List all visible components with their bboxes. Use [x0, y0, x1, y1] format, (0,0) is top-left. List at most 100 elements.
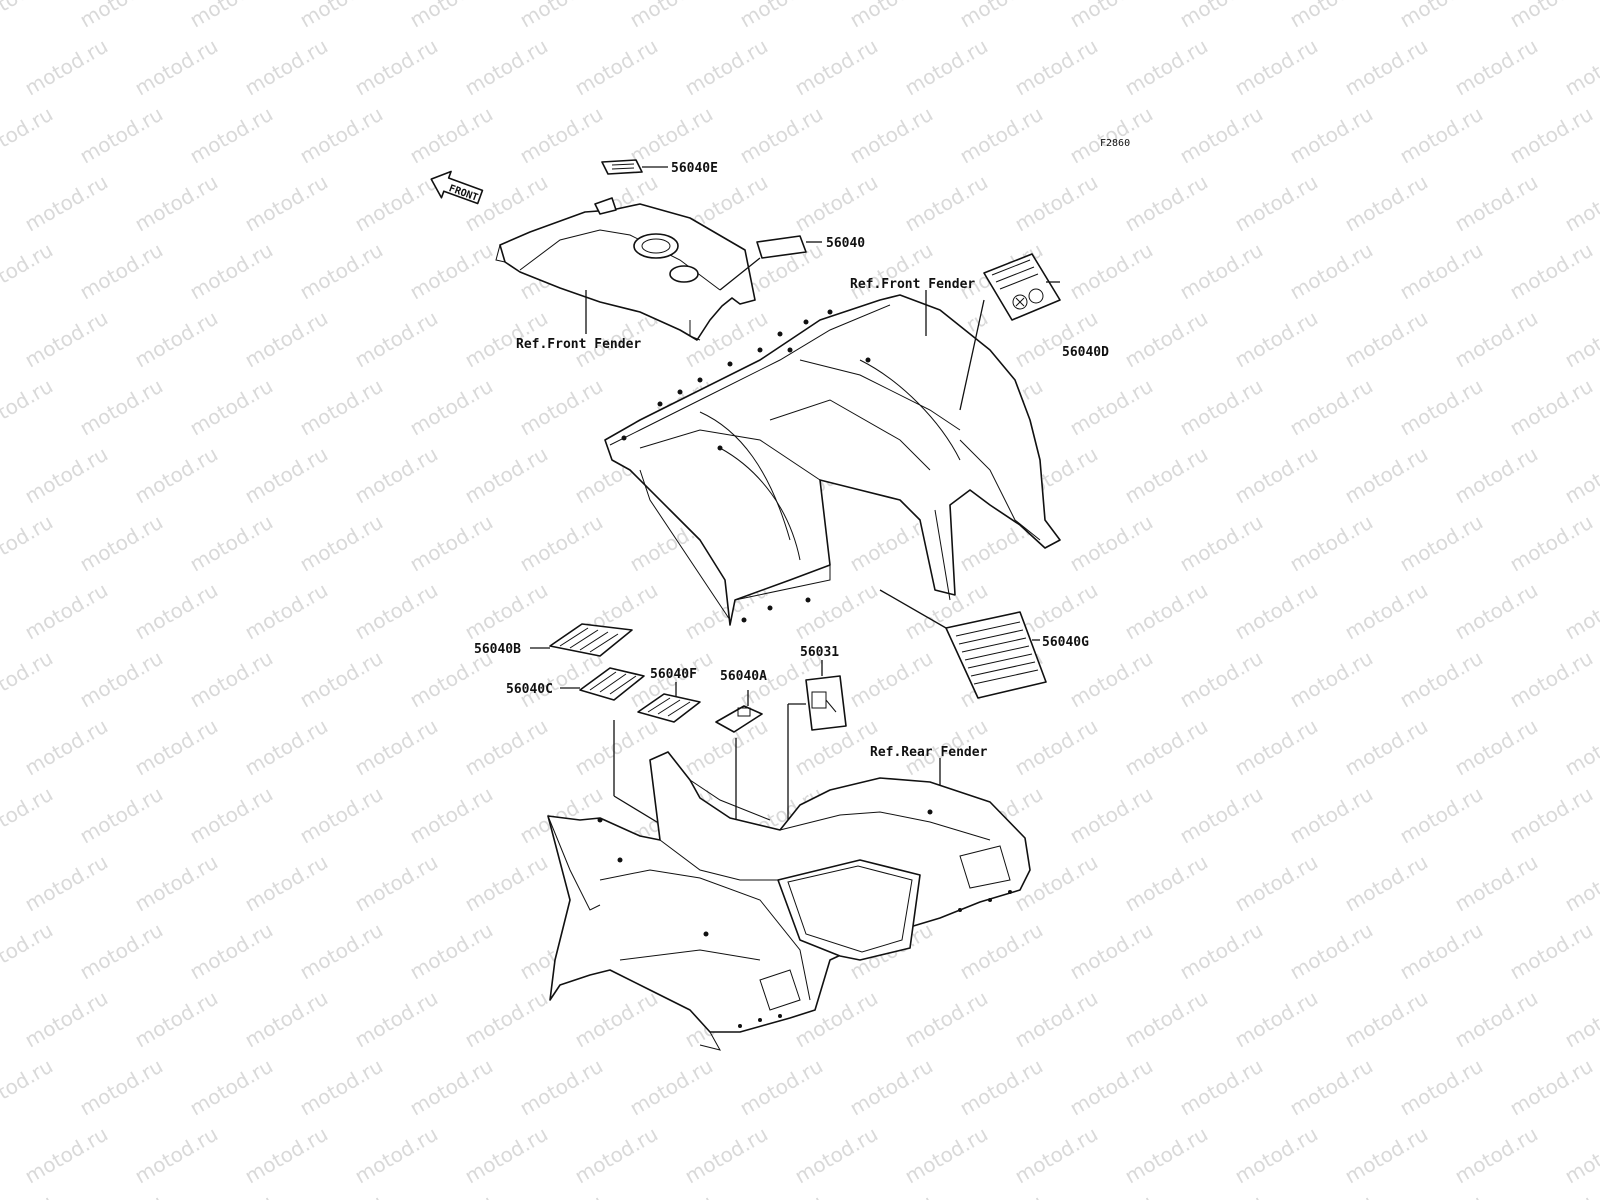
watermark-text: motod.ru — [1066, 102, 1157, 169]
watermark-text: motod.ru — [1121, 34, 1212, 101]
part-56040A: 56040A — [715, 669, 767, 733]
watermark-text: motod.ru — [131, 986, 222, 1053]
ref-front-fender-label-1: Ref.Front Fender — [516, 337, 641, 352]
watermark-text: motod.ru — [0, 714, 2, 781]
watermark-text: motod.ru — [516, 102, 607, 169]
watermark-text: motod.ru — [1506, 918, 1597, 985]
watermark-text: motod.ru — [461, 1122, 552, 1189]
watermark-text: motod.ru — [406, 238, 497, 305]
watermark-text: motod.ru — [1231, 442, 1322, 509]
watermark-text: motod.ru — [901, 986, 992, 1053]
watermark-text: motod.ru — [21, 1122, 112, 1189]
watermark-text: motod.ru — [956, 918, 1047, 985]
ref-rear-fender-label: Ref.Rear Fender — [870, 745, 988, 760]
watermark-text: motod.ru — [681, 34, 772, 101]
label-56040G: 56040G — [1042, 635, 1089, 650]
watermark-text: motod.ru — [516, 1190, 607, 1200]
watermark-text: motod.ru — [186, 1054, 277, 1121]
watermark-text: motod.ru — [901, 1122, 992, 1189]
watermark-text: motod.ru — [791, 1122, 882, 1189]
part-56031: 56031 — [787, 645, 847, 880]
watermark-text: motod.ru — [406, 918, 497, 985]
watermark-text: motod.ru — [1011, 34, 1102, 101]
watermark-text: motod.ru — [76, 918, 167, 985]
watermark-text: motod.ru — [351, 306, 442, 373]
watermark-text: motod.ru — [1286, 510, 1377, 577]
watermark-text: motod.ru — [1451, 442, 1542, 509]
watermark-text: motod.ru — [0, 34, 2, 101]
watermark-text: motod.ru — [351, 850, 442, 917]
watermark-text: motod.ru — [1451, 34, 1542, 101]
watermark-text: motod.ru — [1396, 1054, 1487, 1121]
watermark-text: motod.ru — [0, 578, 2, 645]
watermark-text: motod.ru — [21, 442, 112, 509]
watermark-text: motod.ru — [241, 306, 332, 373]
watermark-text: motod.ru — [76, 374, 167, 441]
watermark-text: motod.ru — [626, 102, 717, 169]
watermark-text: motod.ru — [571, 986, 662, 1053]
label-56031: 56031 — [800, 645, 839, 660]
watermark-text: motod.ru — [296, 0, 387, 32]
watermark-text: motod.ru — [1341, 714, 1432, 781]
watermark-text: motod.ru — [76, 102, 167, 169]
watermark-text: motod.ru — [1506, 238, 1597, 305]
watermark-text: motod.ru — [1176, 0, 1267, 32]
watermark-text: motod.ru — [241, 986, 332, 1053]
front-fender-console — [495, 197, 756, 341]
watermark-text: motod.ru — [131, 578, 222, 645]
watermark-text: motod.ru — [626, 0, 717, 32]
watermark-text: motod.ru — [296, 374, 387, 441]
watermark-text: motod.ru — [626, 1054, 717, 1121]
watermark-text: motod.ru — [76, 238, 167, 305]
watermark-text: motod.ru — [461, 442, 552, 509]
watermark-text: motod.ru — [956, 0, 1047, 32]
watermark-text: motod.ru — [1066, 238, 1157, 305]
watermark-text: motod.ru — [0, 102, 57, 169]
watermark-text: motod.ru — [1121, 1122, 1212, 1189]
watermark-text: motod.ru — [461, 578, 552, 645]
watermark-text: motod.ru — [0, 442, 2, 509]
watermark-text: motod.ru — [1231, 986, 1322, 1053]
watermark-text: motod.ru — [186, 102, 277, 169]
watermark-text: motod.ru — [571, 1122, 662, 1189]
watermark-text: motod.ru — [1451, 986, 1542, 1053]
watermark-text: motod.ru — [296, 782, 387, 849]
watermark-text: motod.ru — [461, 986, 552, 1053]
watermark-text: motod.ru — [0, 306, 2, 373]
watermark-text: motod.ru — [516, 1054, 607, 1121]
watermark-text: motod.ru — [0, 170, 2, 237]
watermark-text: motod.ru — [406, 374, 497, 441]
watermark-text: motod.ru — [186, 0, 277, 32]
part-56040: 56040 — [719, 235, 865, 291]
watermark-text: motod.ru — [571, 714, 662, 781]
watermark-text: motod.ru — [956, 1054, 1047, 1121]
watermark-text: motod.ru — [1561, 714, 1600, 781]
watermark-text: motod.ru — [1451, 170, 1542, 237]
watermark-text: motod.ru — [351, 986, 442, 1053]
watermark-text: motod.ru — [1066, 510, 1157, 577]
watermark-text: motod.ru — [1286, 1190, 1377, 1200]
watermark-text: motod.ru — [76, 782, 167, 849]
watermark-text: motod.ru — [1286, 1054, 1377, 1121]
watermark-text: motod.ru — [791, 34, 882, 101]
watermark-text: motod.ru — [1341, 578, 1432, 645]
watermark-text: motod.ru — [1561, 306, 1600, 373]
watermark-text: motod.ru — [791, 578, 882, 645]
watermark-text: motod.ru — [0, 0, 57, 32]
watermark-text: motod.ru — [1506, 374, 1597, 441]
watermark-text: motod.ru — [516, 374, 607, 441]
watermark-text: motod.ru — [1341, 170, 1432, 237]
watermark-text: motod.ru — [21, 34, 112, 101]
watermark-text: motod.ru — [351, 442, 442, 509]
watermark-text: motod.ru — [1561, 986, 1600, 1053]
watermark-text: motod.ru — [21, 578, 112, 645]
watermark-text: motod.ru — [791, 170, 882, 237]
watermark-text: motod.ru — [21, 850, 112, 917]
watermark-text: motod.ru — [0, 1122, 2, 1189]
watermark-text: motod.ru — [0, 1054, 57, 1121]
watermark-text: motod.ru — [1561, 1122, 1600, 1189]
watermark-text: motod.ru — [0, 510, 57, 577]
watermark-text: motod.ru — [736, 102, 827, 169]
watermark-text: motod.ru — [1066, 1190, 1157, 1200]
watermark-text: motod.ru — [131, 306, 222, 373]
